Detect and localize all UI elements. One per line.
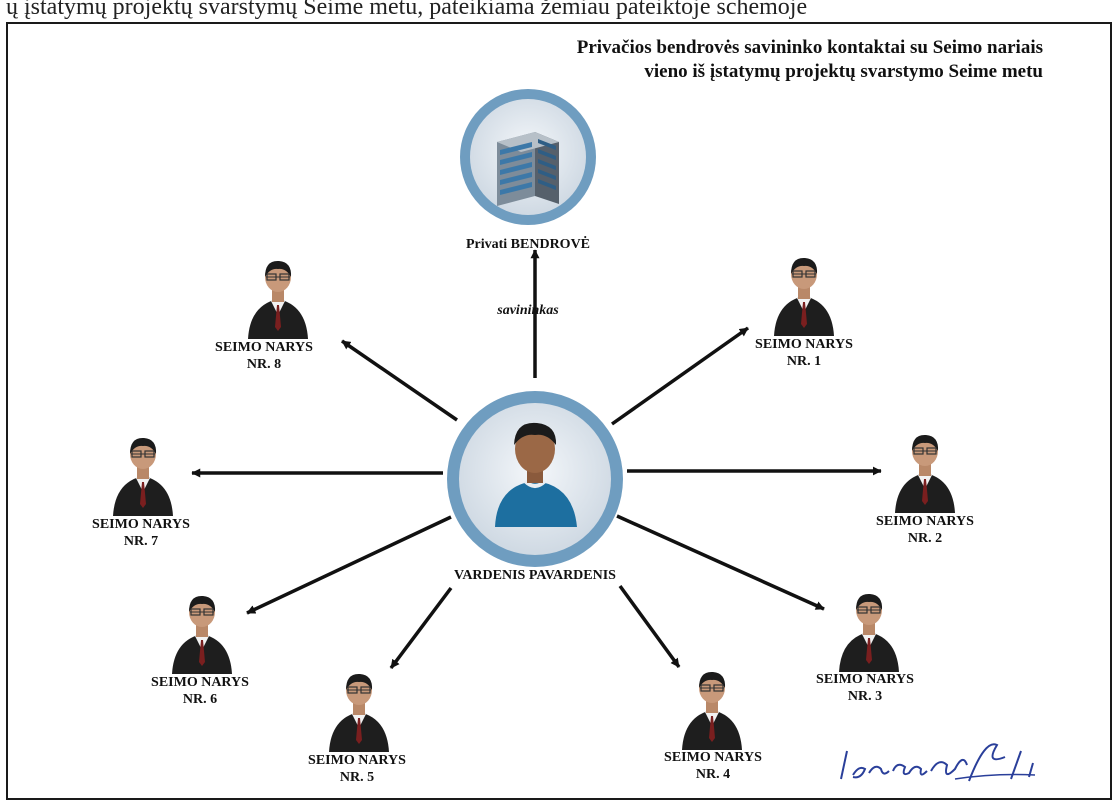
center-person-label: VARDENIS PAVARDENIS bbox=[454, 568, 616, 583]
member-6-line2: NR. 6 bbox=[182, 692, 218, 707]
member-label-4: SEIMO NARYS NR. 4 bbox=[664, 749, 762, 783]
member-label-7: SEIMO NARYS NR. 7 bbox=[92, 516, 190, 550]
member-1-line2: NR. 1 bbox=[786, 354, 822, 369]
member-8-line2: NR. 8 bbox=[246, 357, 282, 372]
member-4-line2: NR. 4 bbox=[695, 767, 731, 782]
member-8-line1: SEIMO NARYS bbox=[215, 340, 313, 355]
member-label-6: SEIMO NARYS NR. 6 bbox=[151, 674, 249, 708]
member-1-line1: SEIMO NARYS bbox=[755, 337, 853, 352]
header-fragment-text: ų įstatymų projektų svarstymų Seime metu… bbox=[6, 0, 808, 20]
member-icon-1 bbox=[774, 257, 834, 336]
title-line-1: Privačios bendrovės savininko kontaktai … bbox=[576, 37, 1043, 58]
member-icon-7 bbox=[113, 437, 173, 516]
member-2-line2: NR. 2 bbox=[907, 531, 943, 546]
member-label-1: SEIMO NARYS NR. 1 bbox=[755, 336, 853, 370]
member-label-2: SEIMO NARYS NR. 2 bbox=[876, 513, 974, 547]
member-icon-2 bbox=[895, 434, 955, 513]
member-icon-4 bbox=[682, 671, 742, 750]
member-label-5: SEIMO NARYS NR. 5 bbox=[308, 752, 406, 786]
arrow-to-member-3 bbox=[616, 514, 825, 611]
member-5-line2: NR. 5 bbox=[339, 770, 375, 785]
member-6-line1: SEIMO NARYS bbox=[151, 675, 249, 690]
arrow-to-member-4 bbox=[618, 584, 681, 669]
arrow-to-member-6 bbox=[246, 515, 452, 615]
member-7-line1: SEIMO NARYS bbox=[92, 517, 190, 532]
diagram-title: Privačios bendrovės savininko kontaktai … bbox=[428, 36, 1043, 84]
person-icon bbox=[495, 422, 577, 527]
member-icon-5 bbox=[329, 673, 389, 752]
center-person-node bbox=[447, 391, 623, 567]
header-fragment: ų įstatymų projektų svarstymų Seime metu… bbox=[0, 0, 1120, 26]
title-line-2: vieno iš įstatymų projektų svarstymo Sei… bbox=[644, 61, 1043, 82]
member-3-line1: SEIMO NARYS bbox=[816, 672, 914, 687]
member-label-3: SEIMO NARYS NR. 3 bbox=[816, 671, 914, 705]
owner-relation-label: savininkas bbox=[497, 303, 559, 318]
arrow-to-member-8 bbox=[341, 339, 458, 422]
member-icon-8 bbox=[248, 260, 308, 339]
member-icon-3 bbox=[839, 593, 899, 672]
member-3-line2: NR. 3 bbox=[847, 689, 883, 704]
handwritten-signature bbox=[840, 743, 1036, 782]
member-4-line1: SEIMO NARYS bbox=[664, 750, 762, 765]
arrow-to-member-5 bbox=[389, 586, 453, 670]
building-icon bbox=[497, 132, 559, 206]
member-2-line1: SEIMO NARYS bbox=[876, 514, 974, 529]
company-node bbox=[460, 89, 596, 225]
member-5-line1: SEIMO NARYS bbox=[308, 753, 406, 768]
member-7-line2: NR. 7 bbox=[123, 534, 159, 549]
company-label: Privati BENDROVĖ bbox=[465, 237, 591, 252]
member-icon-6 bbox=[172, 595, 232, 674]
member-label-8: SEIMO NARYS NR. 8 bbox=[215, 339, 313, 373]
arrow-to-member-1 bbox=[610, 326, 750, 426]
